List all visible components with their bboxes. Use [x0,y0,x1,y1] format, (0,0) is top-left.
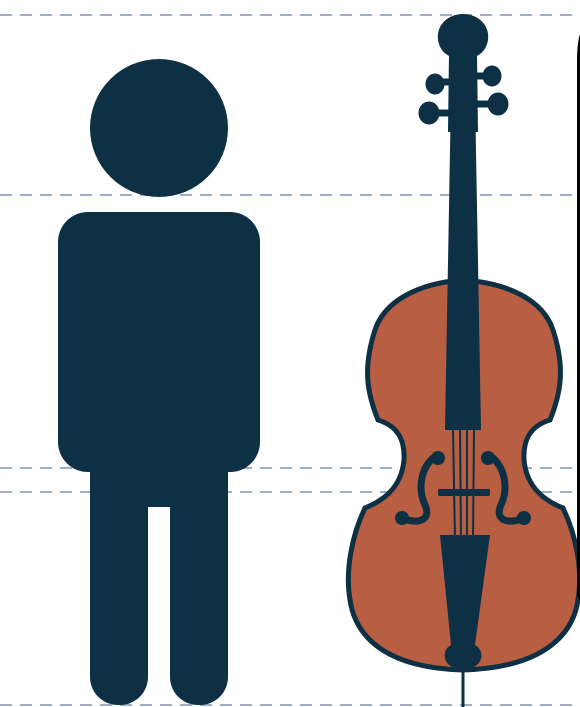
person-torso [58,212,260,472]
cello-fingerboard [445,95,481,430]
cello-scroll [438,14,488,60]
person-hips [90,440,228,507]
peg-lower-right [488,93,508,115]
left-f-hole-top-dot [431,451,445,465]
peg-upper-right [483,66,501,86]
cello-pegbox [448,52,478,132]
right-f-hole-bottom-dot [517,511,531,525]
person-silhouette [58,59,260,705]
person-head [90,59,228,197]
left-f-hole-bottom-dot [395,511,409,525]
peg-upper-left [426,74,444,94]
peg-lower-left [419,102,439,124]
cello-bridge [438,489,490,496]
cello [348,14,579,707]
right-f-hole-top-dot [481,451,495,465]
